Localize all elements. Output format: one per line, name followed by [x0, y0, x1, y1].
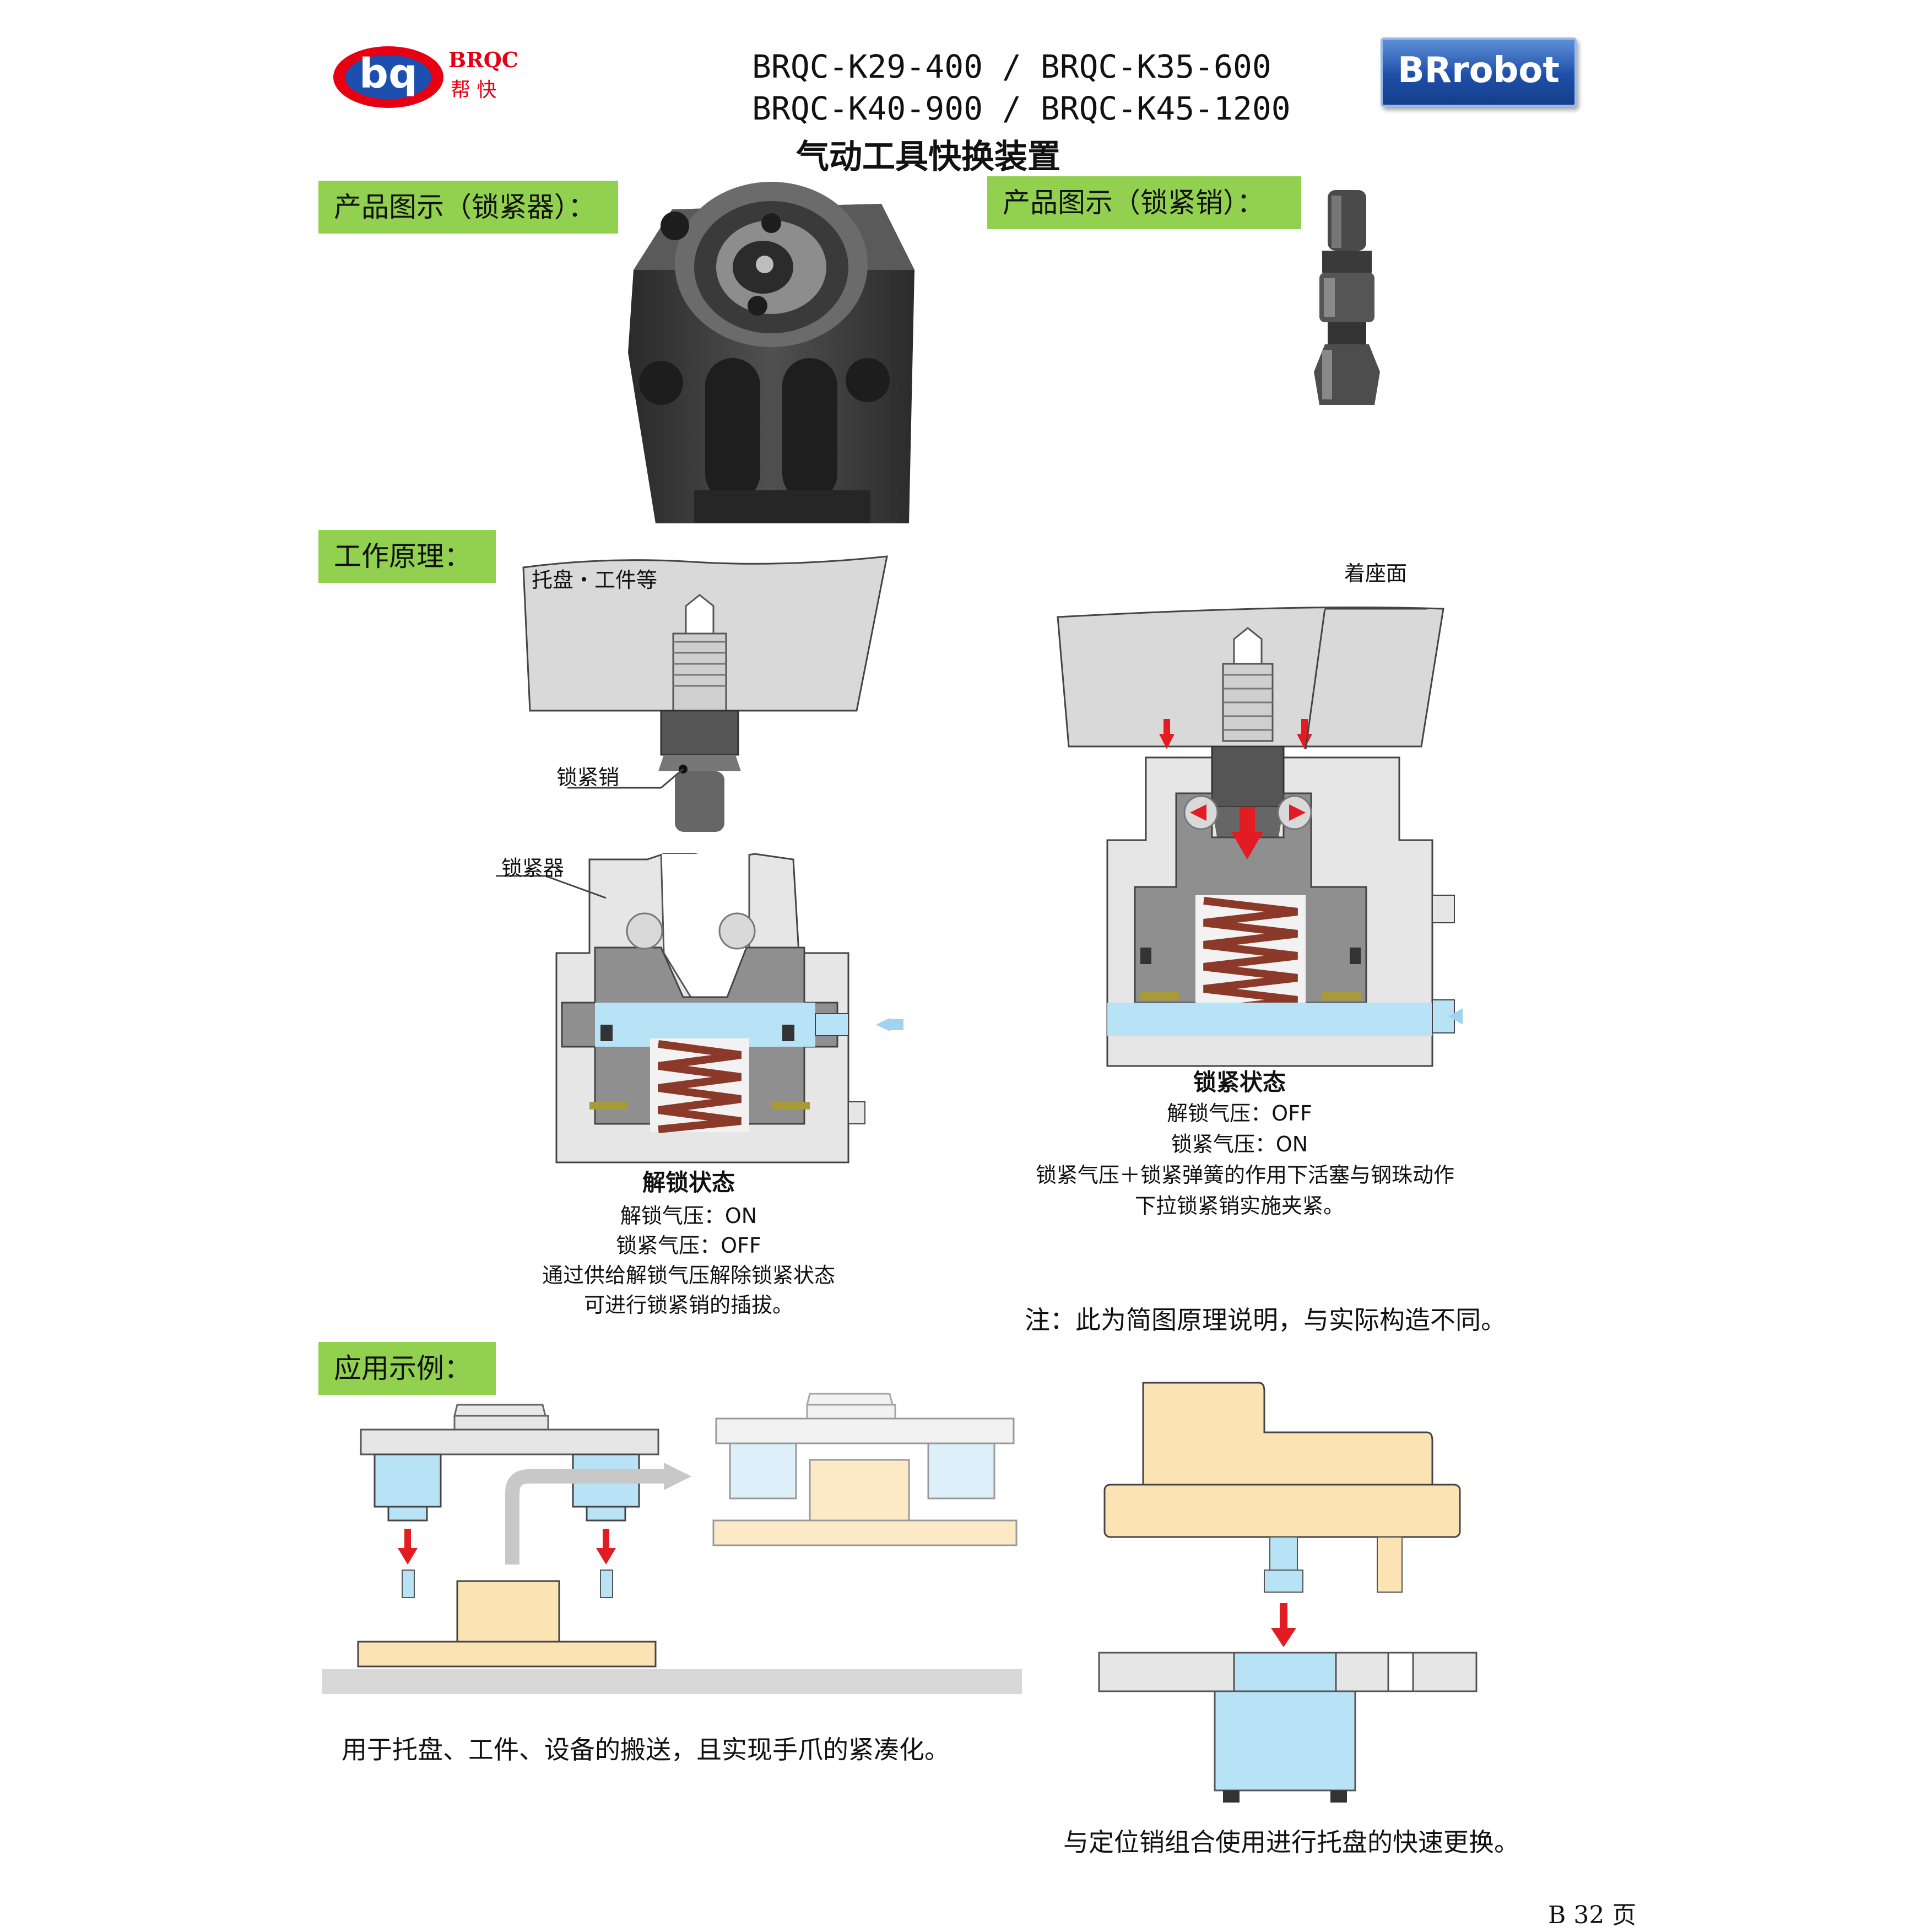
unlock-title: 解锁状态 — [642, 1169, 735, 1196]
section-principle: 工作原理： — [318, 530, 496, 583]
lock-line-2: 锁紧气压：ON — [1171, 1132, 1308, 1156]
label-locker: 锁紧器 — [501, 856, 565, 880]
application-pallet-change-diagram — [1098, 1382, 1478, 1803]
logo: bq BRQC 帮 快 — [331, 44, 518, 110]
model-line-2: BRQC-K40-900 / BRQC-K45-1200 — [752, 90, 1291, 127]
page-title: 气动工具快换装置 — [796, 138, 1060, 176]
principle-note: 注：此为简图原理说明，与实际构造不同。 — [1025, 1305, 1506, 1335]
unlock-line-4: 可进行锁紧销的插拔。 — [583, 1293, 793, 1317]
lock-line-1: 解锁气压：OFF — [1167, 1101, 1312, 1125]
lock-diagram — [1057, 607, 1463, 1067]
application-caption-left: 用于托盘、工件、设备的搬送，且实现手爪的紧凑化。 — [342, 1735, 950, 1765]
application-caption-right: 与定位销组合使用进行托盘的快速更换。 — [1063, 1827, 1519, 1857]
lock-title: 锁紧状态 — [1193, 1069, 1286, 1096]
label-pin: 锁紧销 — [556, 765, 620, 789]
application-transfer-diagram — [322, 1393, 1022, 1694]
model-line-1: BRQC-K29-400 / BRQC-K35-600 — [752, 48, 1271, 85]
lock-line-3: 锁紧气压＋锁紧弹簧的作用下活塞与钢珠动作 — [1036, 1163, 1455, 1187]
unlock-line-1: 解锁气压：ON — [620, 1204, 757, 1228]
section-application: 应用示例： — [318, 1342, 496, 1395]
logo-mark — [333, 46, 443, 108]
label-pallet: 托盘・工件等 — [532, 568, 658, 592]
page-number: B 32 页 — [1548, 1901, 1637, 1929]
unlock-diagram — [496, 555, 903, 1163]
logo-cn: 帮 快 — [451, 79, 497, 101]
label-seat: 着座面 — [1344, 561, 1408, 586]
logo-letters: bq — [359, 50, 418, 98]
unlock-line-3: 通过供给解锁气压解除锁紧状态 — [542, 1263, 835, 1287]
unlock-line-2: 锁紧气压：OFF — [616, 1233, 761, 1258]
logo-brand: BRQC — [448, 47, 519, 72]
section-product-locker: 产品图示（锁紧器）： — [318, 181, 618, 234]
lock-line-4: 下拉锁紧销实施夹紧。 — [1134, 1194, 1344, 1218]
section-product-pin: 产品图示（锁紧销）： — [987, 176, 1301, 229]
brrobot-badge: BRrobot — [1381, 37, 1577, 107]
locker-product-image — [628, 182, 914, 523]
pin-product-image — [1314, 190, 1380, 405]
